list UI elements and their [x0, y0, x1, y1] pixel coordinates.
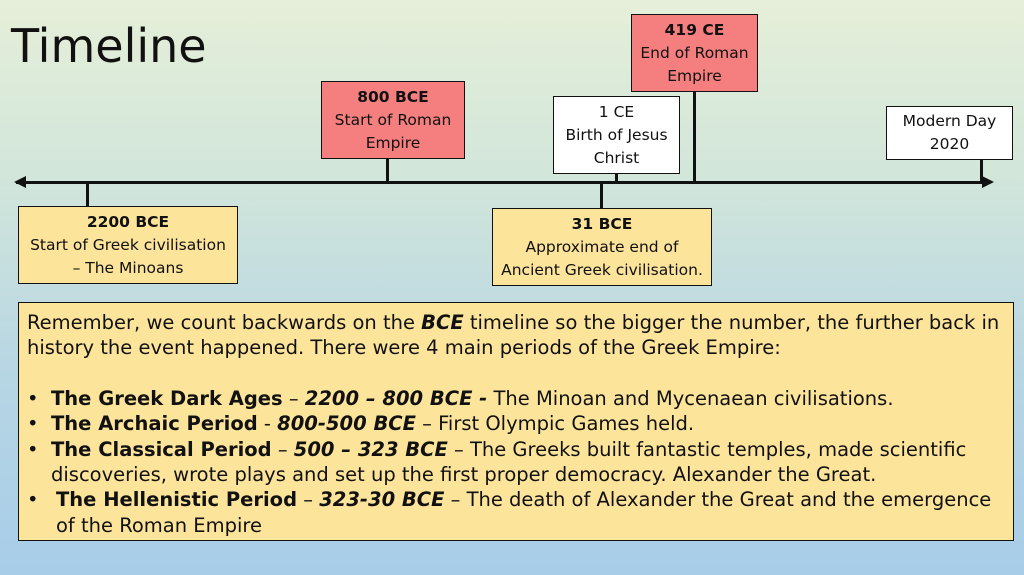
tick-800bce	[386, 158, 389, 183]
timeline-axis	[16, 181, 988, 184]
period-item: • The Classical Period – 500 – 323 BCE – …	[27, 437, 1003, 488]
period-name: The Archaic Period	[51, 412, 258, 436]
event-year: 2200 BCE	[86, 212, 170, 231]
event-text: Modern Day	[902, 112, 997, 130]
event-text: Birth of Jesus	[565, 125, 668, 144]
tick-419ce	[693, 91, 696, 183]
period-name: The Greek Dark Ages	[51, 386, 283, 410]
period-desc: – The death of Alexander the Great and t…	[56, 488, 992, 537]
period-desc: – The Greeks built fantastic temples, ma…	[51, 437, 967, 487]
event-year: 31 BCE	[571, 214, 633, 233]
period-item: • The Hellenistic Period – 323-30 BCE – T…	[27, 487, 1003, 538]
bullet-icon: •	[27, 488, 39, 512]
event-text: Ancient Greek civilisation.	[501, 260, 703, 279]
bullet-icon: •	[27, 437, 39, 461]
slide-title: Timeline	[11, 19, 207, 73]
event-419ce: 419 CE End of Roman Empire	[631, 14, 758, 92]
period-desc: – First Olympic Games held.	[415, 412, 695, 436]
period-sep: -	[257, 412, 278, 436]
event-text: Empire	[667, 66, 722, 85]
period-desc: The Minoan and Mycenaean civilisations.	[487, 386, 894, 410]
period-name: The Classical Period	[51, 437, 272, 461]
bullet-icon: •	[27, 412, 39, 436]
period-item: •The Greek Dark Ages – 2200 – 800 BCE - …	[27, 386, 1003, 411]
period-dates: 323-30 BCE	[319, 488, 445, 512]
period-dates: 500 – 323 BCE	[293, 437, 448, 461]
event-800bce: 800 BCE Start of Roman Empire	[321, 81, 465, 159]
arrow-right-icon	[982, 176, 994, 188]
period-name: The Hellenistic Period	[56, 488, 298, 512]
event-1ce: 1 CE Birth of Jesus Christ	[553, 96, 680, 174]
event-year: 419 CE	[664, 20, 725, 39]
intro-text: Remember, we count backwards on the	[27, 311, 422, 334]
event-text: Christ	[593, 148, 640, 167]
tick-2200bce	[86, 183, 89, 207]
event-2200bce: 2200 BCE Start of Greek civilisation – T…	[18, 206, 238, 284]
intro-text: timeline so the bigger the number, the f…	[27, 311, 1000, 360]
event-year: 2020	[929, 135, 970, 153]
periods-note: Remember, we count backwards on the BCE …	[18, 302, 1014, 541]
period-list: •The Greek Dark Ages – 2200 – 800 BCE - …	[27, 386, 1003, 538]
event-year: 800 BCE	[357, 87, 429, 106]
event-text: – The Minoans	[72, 258, 184, 277]
intro-bce: BCE	[421, 311, 464, 334]
event-text: End of Roman	[640, 43, 749, 62]
arrow-left-icon	[14, 176, 26, 188]
event-text: Start of Greek civilisation	[30, 235, 226, 254]
event-text: Empire	[365, 133, 421, 152]
tick-31bce	[600, 183, 603, 209]
tick-modern	[980, 159, 983, 183]
period-sep: –	[282, 386, 305, 410]
period-sep: –	[271, 437, 294, 461]
period-dates: 800-500 BCE	[277, 412, 416, 436]
note-intro: Remember, we count backwards on the BCE …	[27, 310, 1003, 361]
period-dates: 2200 – 800 BCE -	[304, 386, 488, 410]
bullet-icon: •	[27, 386, 39, 410]
period-item: • The Archaic Period - 800-500 BCE – Firs…	[27, 411, 1003, 436]
period-sep: –	[297, 488, 320, 512]
event-year: 1 CE	[598, 102, 635, 121]
event-text: Approximate end of	[525, 237, 679, 256]
event-text: Start of Roman	[334, 110, 452, 129]
event-modern-day: Modern Day 2020	[886, 106, 1013, 160]
tick-1ce	[615, 172, 618, 183]
event-31bce: 31 BCE Approximate end of Ancient Greek …	[492, 208, 712, 286]
